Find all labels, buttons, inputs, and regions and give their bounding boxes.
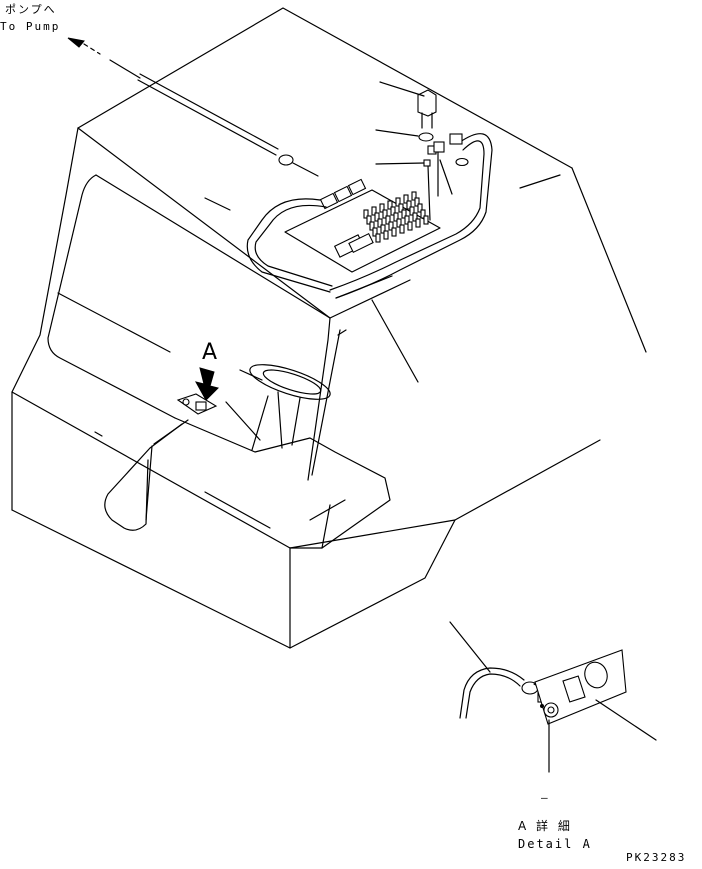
windshield-frame — [47, 174, 411, 481]
fuse — [377, 218, 383, 228]
fuse — [411, 191, 417, 201]
console — [94, 401, 391, 549]
fuse — [395, 197, 401, 207]
fuse — [374, 212, 380, 222]
fuse — [404, 215, 410, 225]
fuse — [375, 233, 381, 243]
to-pump-label-jp: ポンプへ — [5, 3, 57, 16]
fuse — [414, 197, 420, 207]
fuse — [406, 200, 412, 210]
fuse — [372, 227, 378, 237]
fuse — [396, 218, 402, 228]
fuse — [401, 209, 407, 219]
fuse — [412, 212, 418, 222]
fuse — [399, 224, 405, 234]
fuse — [383, 230, 389, 240]
detail-a-label-en: Detail A — [518, 837, 592, 851]
controller-panel — [284, 178, 441, 273]
fuse — [380, 224, 386, 234]
washer — [418, 132, 434, 142]
fuse — [388, 221, 394, 231]
pump-hose — [67, 37, 319, 177]
fuse — [387, 200, 393, 210]
part-code: PK23283 — [626, 851, 687, 864]
fastener-parts — [417, 89, 469, 221]
detail-a-drawing — [449, 621, 657, 773]
fuse — [385, 215, 391, 225]
fuse-cluster — [363, 191, 429, 243]
fuse — [420, 209, 426, 219]
to-pump-label-en: To Pump — [0, 20, 61, 33]
fuse — [403, 194, 409, 204]
fuse — [366, 215, 372, 225]
fuse — [423, 215, 429, 225]
fuse — [393, 212, 399, 222]
leader-lines — [337, 81, 453, 383]
fuse — [391, 227, 397, 237]
view-a-arrow — [195, 367, 219, 401]
fuse — [409, 206, 415, 216]
dash-mark: – — [541, 791, 550, 804]
steering-wheel — [239, 364, 331, 451]
roof-harness — [246, 133, 493, 299]
fuse — [407, 221, 413, 231]
fuse — [417, 203, 423, 213]
detail-a-label-jp: A 詳 細 — [518, 819, 573, 833]
connector-plug — [449, 133, 463, 145]
view-a-letter: A — [202, 340, 218, 365]
fuse — [379, 203, 385, 213]
fuse — [363, 209, 369, 219]
fuse — [390, 206, 396, 216]
bolt — [417, 89, 437, 129]
fuse — [398, 203, 404, 213]
fuse — [369, 221, 375, 231]
console-switch — [104, 393, 218, 531]
relay-block — [319, 178, 367, 210]
fuse — [382, 209, 388, 219]
fuse — [371, 206, 377, 216]
fuse — [415, 218, 421, 228]
cab-outline — [11, 7, 647, 649]
